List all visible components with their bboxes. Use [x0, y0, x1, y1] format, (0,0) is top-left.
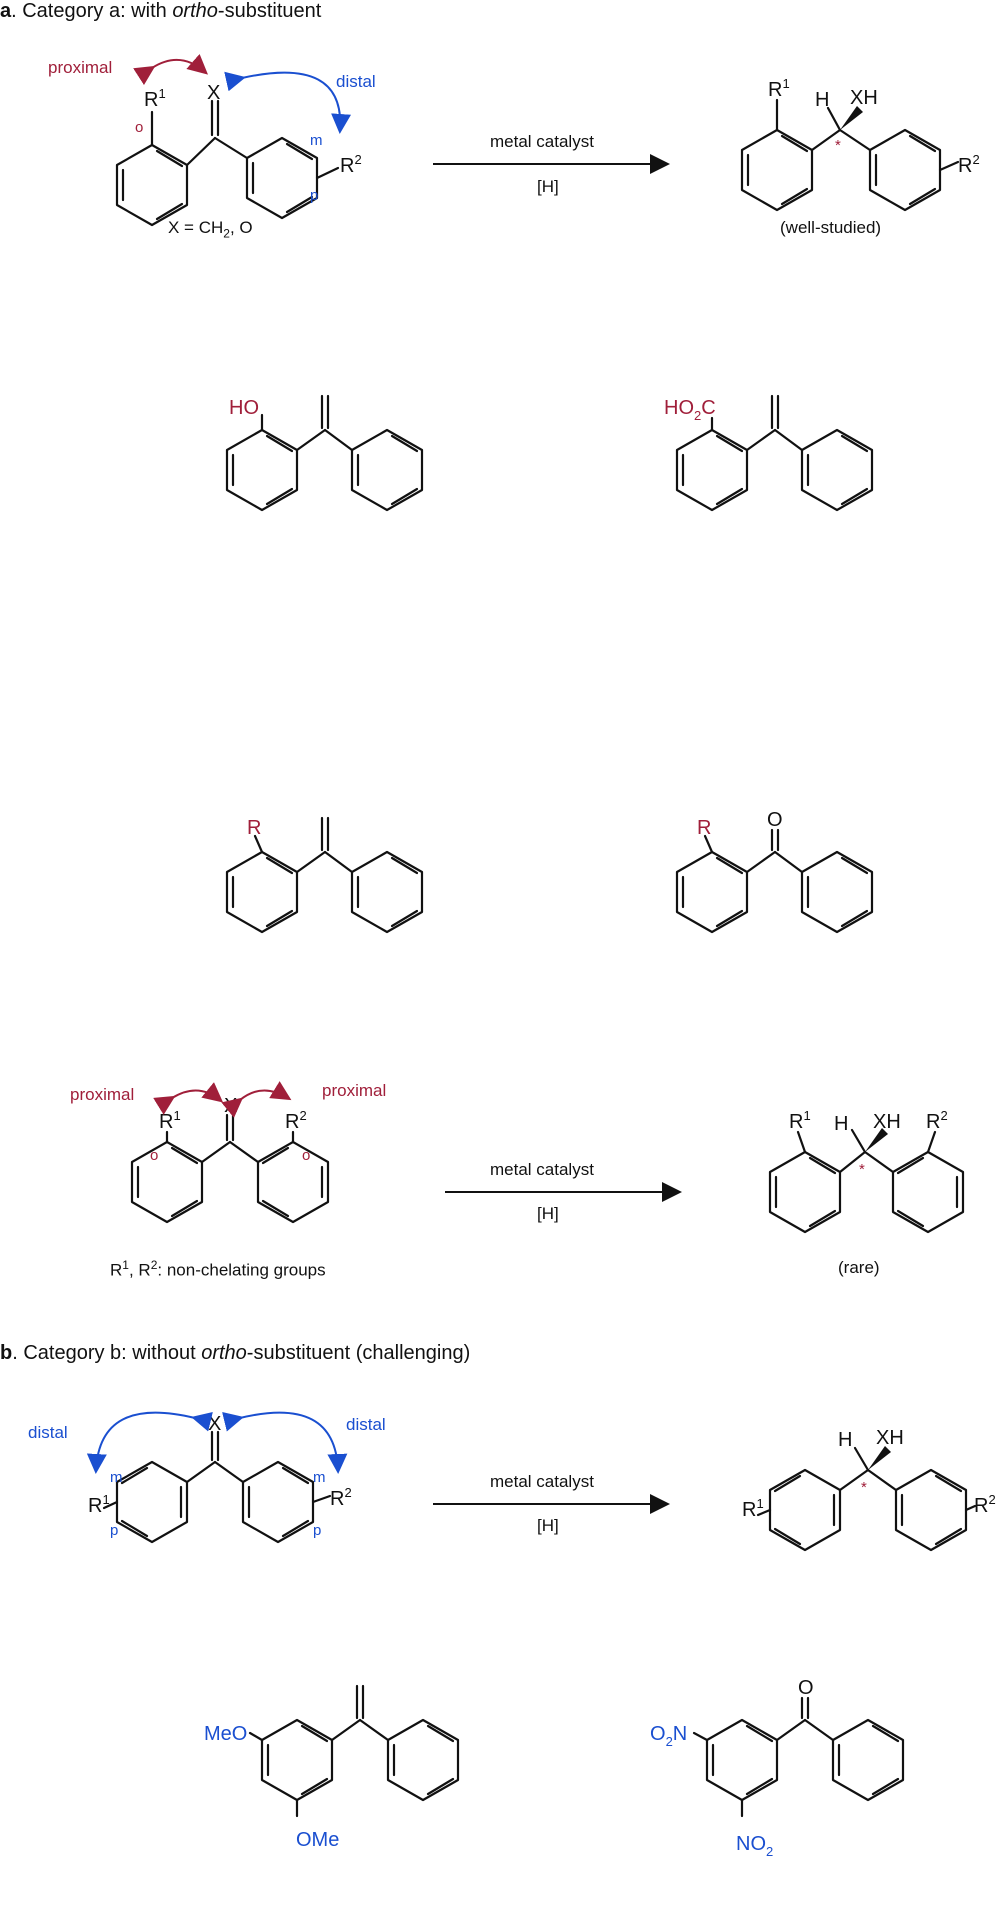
label-meta: m: [310, 132, 323, 149]
label-meta-right: m: [313, 1469, 326, 1486]
atom-R1: R1: [144, 86, 166, 111]
reaction-a1-top: metal catalyst: [490, 132, 594, 151]
panel2-structure: [675, 394, 874, 512]
non-chelating-label: R1, R2: non-chelating groups: [110, 1258, 326, 1280]
atom-R1-a2: R1: [159, 1108, 181, 1133]
atom-XH-product: XH: [850, 87, 878, 109]
section-b-letter: b: [0, 1342, 13, 1364]
panel4-R: R: [697, 817, 711, 839]
reaction-b-top: metal catalyst: [490, 1472, 594, 1491]
panelb2-structure: [692, 1696, 905, 1818]
atom-XH-product-b: XH: [876, 1427, 904, 1449]
label-para: p: [310, 187, 318, 204]
atom-R2-product: R2: [958, 152, 980, 177]
reactant-a1: [115, 99, 340, 227]
proximal-label: proximal: [48, 58, 113, 77]
reaction-b-bottom: [H]: [537, 1516, 559, 1535]
panel4-structure: [675, 828, 874, 934]
panel2-HO2C: HO2C: [664, 397, 716, 423]
distal-arrow-left: [86, 1411, 213, 1474]
label-ortho-left: o: [150, 1147, 158, 1164]
proximal-arrow: [133, 53, 209, 86]
atom-R2-product-b: R2: [974, 1492, 996, 1517]
stereocenter-star-a2: *: [859, 1161, 865, 1178]
product-a1: [740, 98, 960, 212]
well-studied-label: (well-studied): [780, 218, 882, 237]
atom-R2-product-a2: R2: [926, 1108, 948, 1133]
reaction-a2-top: metal catalyst: [490, 1160, 594, 1179]
distal-label-right: distal: [346, 1415, 386, 1434]
distal-label-left: distal: [28, 1423, 68, 1442]
panel3-structure: [225, 816, 424, 934]
proximal-label-right: proximal: [322, 1081, 387, 1100]
atom-H-product-a2: H: [834, 1113, 848, 1135]
panel4-O: O: [767, 809, 783, 831]
proximal-arrow-right: [221, 1081, 292, 1118]
panel1-structure: [225, 394, 424, 512]
atom-XH-product-a2: XH: [873, 1111, 901, 1133]
atom-X: X: [207, 82, 220, 104]
stereocenter-star-b: *: [861, 1479, 867, 1496]
x-definition: X = CH2, O: [168, 218, 253, 241]
panel1-HO: HO: [229, 397, 259, 419]
atom-H-product-b: H: [838, 1429, 852, 1451]
reaction-a1-bottom: [H]: [537, 177, 559, 196]
panelb1-OMe: OMe: [296, 1829, 339, 1851]
atom-R2-a2: R2: [285, 1108, 307, 1133]
stereocenter-star: *: [835, 137, 841, 154]
label-meta-left: m: [110, 1469, 123, 1486]
reactant-a2: [130, 1113, 330, 1224]
atom-R1-product-b: R1: [742, 1496, 764, 1521]
section-a-letter: a: [0, 0, 12, 22]
label-para-right: p: [313, 1522, 321, 1539]
rare-label: (rare): [838, 1258, 880, 1277]
panelb2-O2N: O2N: [650, 1723, 687, 1749]
distal-arrow: [224, 71, 352, 134]
atom-R1-product: R1: [768, 76, 790, 101]
atom-X-a2: X: [224, 1095, 237, 1117]
panelb1-MeO: MeO: [204, 1723, 247, 1745]
section-b-title: b. Category b: without ortho-substituent…: [0, 1342, 471, 1364]
panel3-R: R: [247, 817, 261, 839]
distal-label: distal: [336, 72, 376, 91]
proximal-arrow-left: [153, 1082, 224, 1115]
panelb2-NO2: NO2: [736, 1833, 773, 1859]
atom-R2: R2: [340, 152, 362, 177]
distal-arrow-right: [222, 1411, 348, 1474]
atom-H-product: H: [815, 89, 829, 111]
panelb2-O: O: [798, 1677, 814, 1699]
reactant-b: [102, 1430, 332, 1544]
label-ortho: o: [135, 119, 143, 136]
atom-X-b: X: [208, 1413, 221, 1435]
atom-R1-b: R1: [88, 1492, 110, 1517]
label-para-left: p: [110, 1522, 118, 1539]
section-a-title: a. Category a: with ortho-substituent: [0, 0, 322, 22]
atom-R1-product-a2: R1: [789, 1108, 811, 1133]
product-a2: [768, 1128, 965, 1234]
panelb1-structure: [248, 1684, 460, 1818]
atom-R2-b: R2: [330, 1485, 352, 1510]
proximal-label-left: proximal: [70, 1085, 135, 1104]
product-b: [756, 1446, 977, 1552]
reaction-a2-bottom: [H]: [537, 1204, 559, 1223]
label-ortho-right: o: [302, 1147, 310, 1164]
